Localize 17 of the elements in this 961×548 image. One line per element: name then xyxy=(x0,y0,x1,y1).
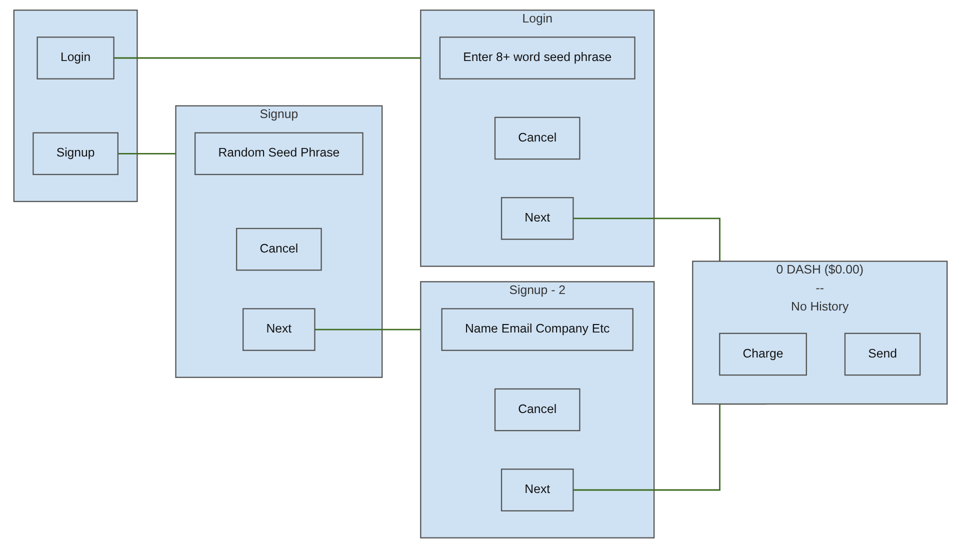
node-box: Login xyxy=(36,36,114,80)
node-box: Signup xyxy=(32,132,118,176)
connector xyxy=(118,152,176,154)
node-box: Charge xyxy=(719,332,807,376)
connector xyxy=(114,57,421,59)
node-box: Enter 8+ word seed phrase xyxy=(439,36,636,80)
node-box: Next xyxy=(500,197,574,240)
cluster xyxy=(13,10,138,202)
node-box: Next xyxy=(500,468,574,512)
node-box: Name Email Company Etc xyxy=(441,308,634,351)
node-box: Cancel xyxy=(494,116,580,160)
node-box: Send xyxy=(844,332,921,376)
node-box: Random Seed Phrase xyxy=(194,132,364,176)
connector xyxy=(314,328,421,330)
node-box: Next xyxy=(242,308,316,351)
node-box: Cancel xyxy=(236,228,322,271)
node-box: Cancel xyxy=(494,388,580,432)
